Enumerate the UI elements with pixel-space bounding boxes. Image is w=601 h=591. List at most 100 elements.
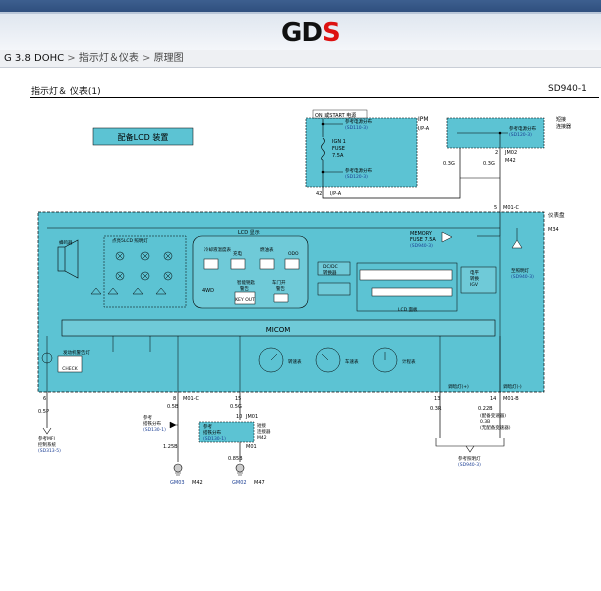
wire-03g-b: 0.3G [483, 161, 495, 167]
pin-14: 14 [490, 396, 496, 402]
fuse-label: FUSE [332, 146, 345, 152]
breadcrumb: G 3.8 DOHC > 指示灯＆仪表 > 原理图 [0, 50, 601, 68]
dim-bracket [435, 438, 505, 447]
mfi-arrow [42, 427, 52, 435]
junction-node [498, 131, 502, 135]
check-label: CHECK [62, 366, 79, 372]
lcd-panel-strip [359, 269, 453, 281]
immo-label: 智能钥匙 [237, 279, 255, 286]
ground-symbols [173, 463, 245, 476]
gnd-code: (SD130-1) [143, 427, 166, 433]
dim-minus-label: 调暗灯(-) [503, 383, 522, 390]
gnd-ref: 参考 [143, 414, 152, 421]
gds-logo: GDS [281, 18, 341, 48]
wire-05g: 0.5G [230, 404, 242, 410]
key-out-box [234, 291, 256, 305]
ipm-pin-label: I/P-A [330, 191, 342, 197]
buzzer-cone [64, 239, 79, 279]
breadcrumb-model[interactable]: G 3.8 DOHC [4, 53, 65, 64]
m01b: M01-B [503, 396, 519, 402]
mfi-ref2: 控制系统 [38, 441, 56, 448]
door-label: 车门开 [272, 279, 286, 286]
lamp-group-box [103, 235, 187, 308]
lcd-panel-frame [356, 262, 458, 312]
jm-bottom-conn: M42 [257, 435, 267, 441]
gauge-group [258, 347, 398, 373]
cluster-top-rail [47, 212, 501, 236]
lcd-display-label: LCD 显示 [238, 230, 260, 236]
junction-ref-code: (SD120-3) [509, 132, 532, 138]
dcdc-label: DC/DC [323, 264, 338, 270]
pin-2: 2 [495, 150, 498, 156]
right-lamp-code: (SD940-3) [511, 274, 534, 280]
check-box [57, 355, 83, 373]
level-label2: 转换 [470, 275, 479, 282]
lamp-group-label: 点亮5LCD 照明灯 [112, 237, 148, 244]
jm-label2: 连接器 [556, 123, 571, 130]
wire-022b: 0.22B [478, 406, 493, 412]
inner-grounds [46, 336, 501, 392]
wire-125b: 1.25B [163, 444, 178, 450]
lcd-badge [92, 127, 194, 146]
pin-5: 5 [494, 205, 497, 211]
title-rule [30, 97, 599, 98]
gnd-box-ref2: 搭铁分布 [203, 429, 221, 436]
dim-ref: 参考照明灯 [458, 455, 481, 462]
micom-box [61, 319, 496, 337]
dim-plus-label: 调暗灯(+) [448, 383, 469, 390]
immo-label2: 警告 [240, 285, 249, 292]
wire-085b: 0.85B [228, 456, 243, 462]
jm-bottom: 短接 [257, 422, 266, 429]
header-bar: GDS [0, 0, 601, 50]
dim-arrow [465, 445, 475, 453]
mfi-code: (SD313-5) [38, 448, 61, 454]
cluster-conn: M34 [548, 227, 559, 233]
fuse-amp: 7.5A [332, 153, 344, 159]
memory-ref: (SD940-3) [410, 243, 433, 249]
level-label3: IGV [470, 282, 479, 288]
gm03-conn: M42 [192, 480, 203, 486]
buzzer-label: 蜂鸣器 [59, 239, 73, 246]
wire-05p: 0.5P [38, 409, 49, 415]
buzzer-body [57, 246, 66, 272]
jm02-conn: M42 [505, 158, 516, 164]
pin-10: 10 [236, 414, 242, 420]
fourwd-label: 4WD [202, 288, 214, 294]
dim-note3: (无配备变速器) [480, 424, 511, 431]
bottom-wires [46, 392, 501, 462]
jm-label: 短接 [556, 116, 566, 123]
lcd-icons [203, 258, 300, 270]
micom-label: MICOM [266, 326, 291, 334]
cluster-label: 仪表盘 [548, 211, 565, 219]
ipm-conn: I/P-A [418, 126, 430, 132]
gm03: GM03 [170, 480, 185, 486]
gnd-ref-node [169, 421, 178, 429]
page-title: 指示灯＆ 仪表(1) [31, 87, 101, 97]
dim-note: (配备变速器) [480, 412, 506, 419]
dim-note2: 0.3B [480, 419, 490, 425]
breadcrumb-section[interactable]: 指示灯＆仪表 [78, 53, 139, 64]
door-icon [273, 293, 289, 303]
lcd-badge-text: 配备LCD 装置 [118, 132, 169, 142]
door-label2: 警告 [276, 285, 285, 292]
lcd-panel-label: LCD 面板 [398, 306, 418, 313]
header-stripe [0, 12, 601, 14]
dim-code: (SD940-3) [458, 462, 481, 468]
gnd-box-ref: 参考 [203, 423, 212, 430]
fuse-ref-top: 参考电源分布 [345, 118, 372, 125]
wire-05b: 0.5B [167, 404, 179, 410]
tacho-label: 转速表 [288, 358, 302, 365]
key-out-label: KEY OUT [235, 297, 255, 303]
fuel-label: 充电 [233, 250, 242, 257]
jm02: JM02 [504, 150, 517, 156]
speedo-label: 车速表 [345, 358, 359, 365]
odo-label: 计程表 [402, 358, 416, 365]
lamp-icons [90, 251, 173, 295]
m01-small: M01 [246, 444, 257, 450]
ipm-pin: 42 [316, 191, 322, 197]
ipm-to-cluster-wire [322, 148, 461, 199]
gm02-conn: M47 [254, 480, 265, 486]
breadcrumb-page[interactable]: 原理图 [153, 53, 184, 64]
memory-triangle [441, 231, 453, 243]
